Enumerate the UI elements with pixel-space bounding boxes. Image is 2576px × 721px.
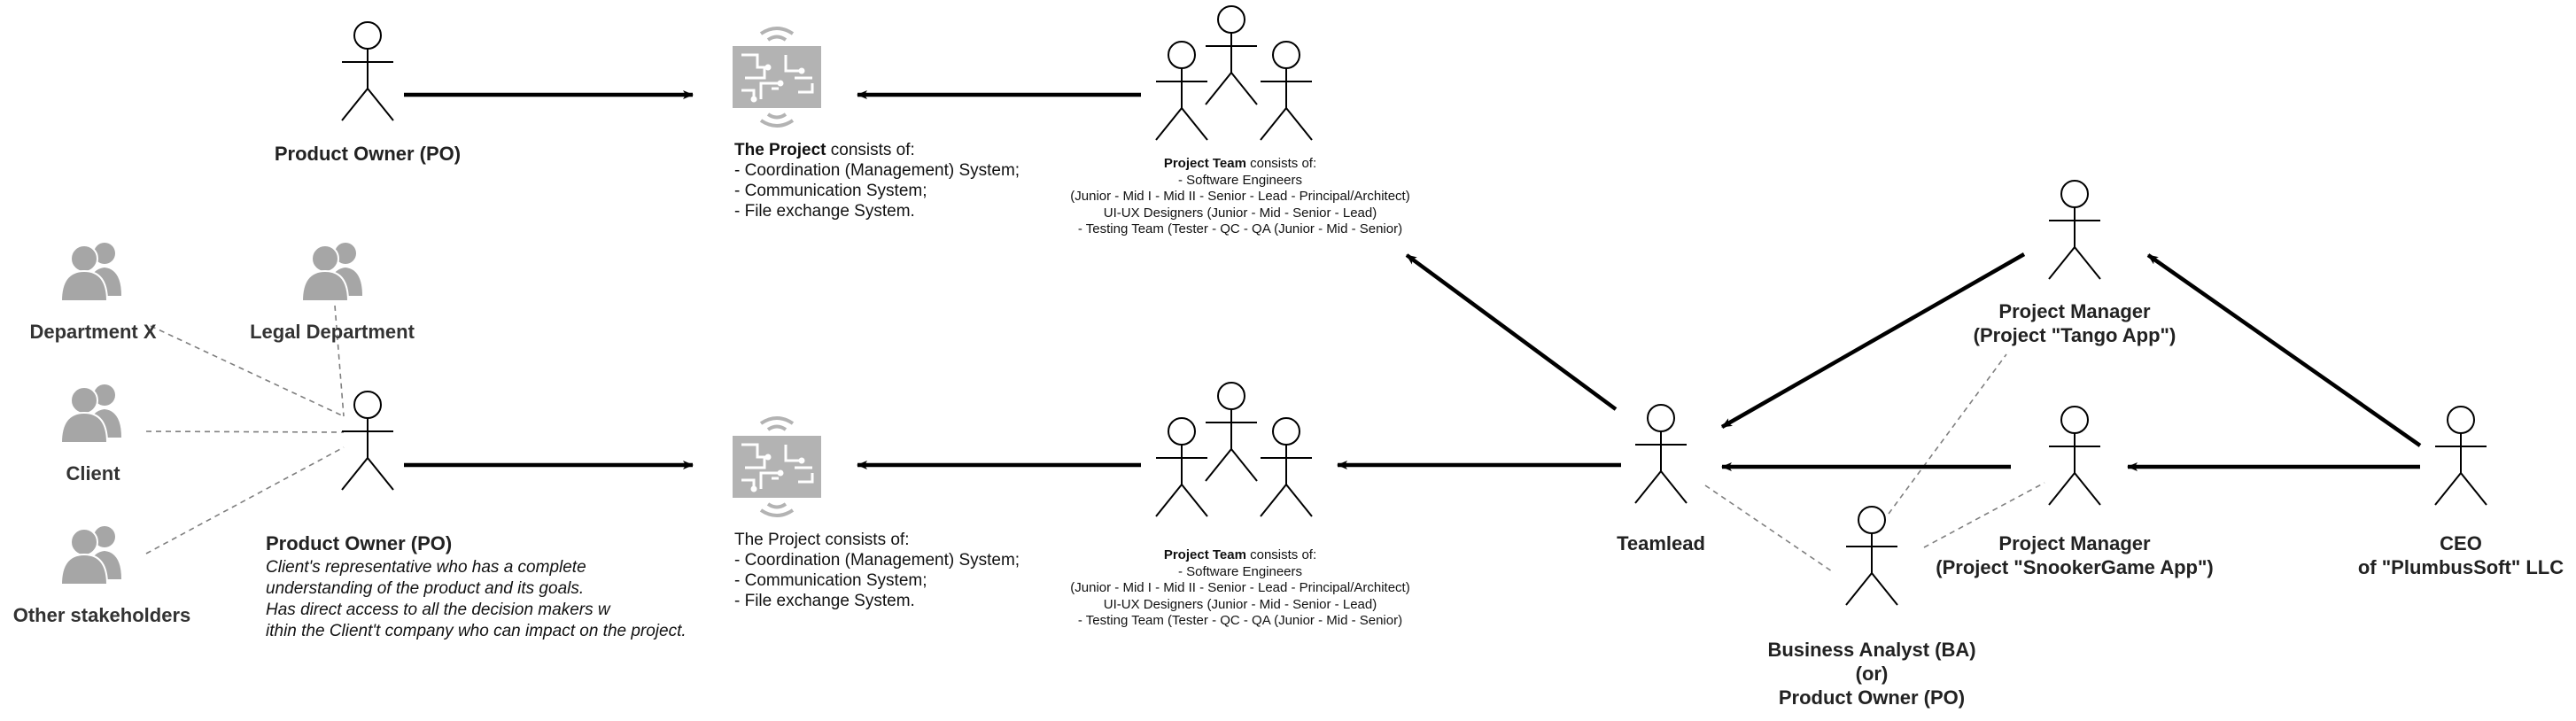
team-top-line: UI-UX Designers (Junior - Mid - Senior -… [1103, 205, 1377, 221]
dashed-connectors [145, 305, 2045, 572]
arrow-teamlead-to-team-top [1405, 253, 1618, 411]
project-bottom-icon [731, 416, 823, 517]
project-top-heading: The Project [734, 141, 826, 159]
project-top-item: - Coordination (Management) System; [734, 161, 1020, 180]
ceo-label-line: of "PlumbusSoft" LLC [2357, 556, 2564, 578]
ceo-figure [2434, 406, 2487, 506]
pm-snooker-label: Project Manager (Project "SnookerGame Ap… [1906, 531, 2243, 579]
connector-legal [334, 305, 345, 417]
connector-other [145, 446, 345, 554]
team-top-line: (Junior - Mid I - Mid II - Senior - Lead… [1070, 189, 1410, 204]
pm-tango-label-line: (Project "Tango App") [1973, 324, 2176, 346]
connector-ba-pm-snooker [1923, 482, 2045, 548]
team-bottom-member-2-figure [1205, 382, 1258, 482]
po-description-line: ithin the Client't company who can impac… [266, 622, 687, 640]
po-description-line: Has direct access to all the decision ma… [266, 601, 610, 619]
arrow-pm-tango-to-teamlead [1720, 252, 2026, 429]
pm-tango-figure [2048, 180, 2101, 280]
team-bottom-description: Project Team consists of: - Software Eng… [1050, 547, 1431, 630]
connector-department-x [150, 325, 345, 417]
other-stakeholders-label: Other stakeholders [12, 604, 191, 626]
team-top-heading: Project Team [1163, 156, 1246, 171]
po-description-line: understanding of the product and its goa… [266, 579, 585, 598]
team-bottom-line: - Software Engineers [1177, 563, 1303, 579]
project-top-description: The Project consists of: - Coordination … [734, 140, 1020, 221]
team-top-member-1-figure [1155, 41, 1208, 141]
pm-snooker-label-line: (Project "SnookerGame App") [1936, 556, 2214, 578]
product-owner-bottom-figure [341, 391, 394, 491]
project-bottom-item: - File exchange System. [734, 592, 915, 610]
project-top-heading-suffix: consists of: [826, 141, 915, 159]
ba-label-line: Business Analyst (BA) [1767, 639, 1976, 661]
po-description: Client's representative who has a comple… [266, 557, 687, 642]
team-top-line: - Software Engineers [1177, 172, 1303, 188]
team-top-member-2-figure [1205, 5, 1258, 105]
pm-tango-label: Project Manager (Project "Tango App") [1924, 299, 2225, 347]
team-top-description: Project Team consists of: - Software Eng… [1050, 156, 1431, 238]
legal-department-label: Legal Department [250, 321, 415, 343]
client-icon [60, 384, 122, 444]
ba-label: Business Analyst (BA) (or) Product Owner… [1730, 638, 2013, 709]
team-bottom-line: UI-UX Designers (Junior - Mid - Senior -… [1103, 596, 1377, 612]
team-bottom-member-3-figure [1260, 417, 1313, 517]
project-bottom-description: The Project consists of: - Coordination … [734, 530, 1020, 611]
pm-snooker-label-line: Project Manager [1998, 532, 2151, 554]
project-bottom-heading: The Project consists of: [734, 531, 910, 549]
connector-client [145, 430, 345, 433]
team-top-heading-suffix: consists of: [1245, 156, 1317, 171]
arrows [404, 90, 2422, 471]
team-bottom-heading: Project Team [1163, 547, 1246, 562]
teamlead-label: Teamlead [1617, 532, 1705, 554]
ba-label-line: Product Owner (PO) [1778, 686, 1966, 709]
other-stakeholders-icon [60, 525, 122, 585]
team-bottom-heading-suffix: consists of: [1245, 547, 1317, 562]
product-owner-bottom-label: Product Owner (PO) [266, 532, 453, 554]
team-top-line: - Testing Team (Tester - QC - QA (Junior… [1077, 221, 1403, 236]
ceo-label: CEO of "PlumbusSoft" LLC [2328, 531, 2576, 579]
arrow-ceo-to-pm-tango [2146, 253, 2422, 447]
product-owner-top-label: Product Owner (PO) [274, 143, 462, 165]
team-bottom-member-1-figure [1155, 417, 1208, 517]
po-description-line: Client's representative who has a comple… [266, 558, 586, 577]
project-top-item: - Communication System; [734, 182, 927, 200]
pm-snooker-figure [2048, 406, 2101, 506]
department-x-icon [60, 242, 122, 302]
ceo-label-line: CEO [2440, 532, 2482, 554]
project-bottom-item: - Coordination (Management) System; [734, 551, 1020, 570]
legal-department-icon [301, 242, 363, 302]
project-top-item: - File exchange System. [734, 202, 915, 221]
connector-teamlead-ba [1704, 485, 1833, 572]
pm-tango-label-line: Project Manager [1998, 300, 2151, 322]
team-bottom-line: (Junior - Mid I - Mid II - Senior - Lead… [1070, 580, 1410, 595]
connector-ba-pm-tango [1888, 353, 2007, 515]
team-top-member-3-figure [1260, 41, 1313, 141]
department-x-label: Department X [29, 321, 157, 343]
teamlead-figure [1634, 404, 1688, 504]
project-bottom-item: - Communication System; [734, 571, 927, 590]
team-bottom-line: - Testing Team (Tester - QC - QA (Junior… [1077, 613, 1403, 628]
product-owner-top-figure [341, 21, 394, 121]
client-label: Client [66, 462, 120, 485]
project-top-icon [731, 27, 823, 128]
ba-figure [1845, 506, 1898, 606]
ba-label-line: (or) [1855, 663, 1889, 685]
